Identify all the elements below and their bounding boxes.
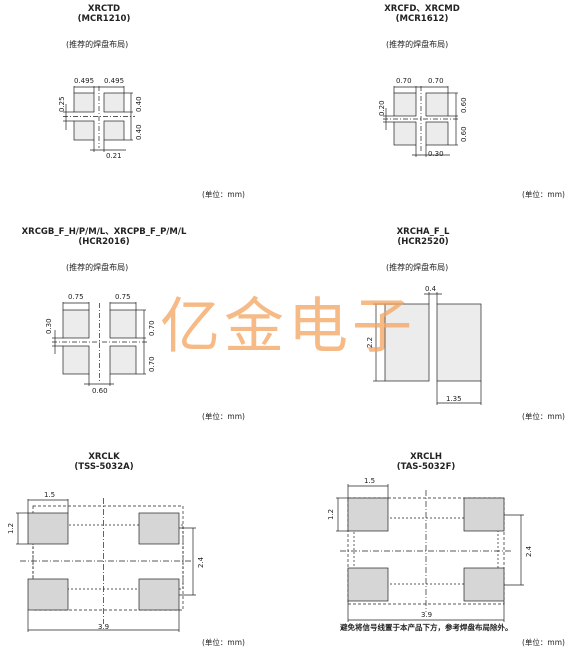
xrctd-unit: (单位：mm) — [202, 190, 245, 199]
xrcfd-dim-2: 0.70 — [428, 77, 444, 85]
xrcgb-pad-tr — [109, 309, 137, 339]
xrclk-pad-tr — [138, 512, 180, 545]
xrcha-subtitle: (HCR2520) — [397, 237, 449, 247]
xrcha-pad-left — [384, 303, 430, 382]
xrclk-drawing — [16, 498, 196, 632]
xrctd-title: XRCTD — [87, 4, 121, 14]
xrcgb-dim-2: 0.75 — [115, 293, 131, 301]
xrclk-subtitle: (TSS-5032A) — [74, 462, 134, 472]
xrcfd-pad-bl — [393, 121, 417, 146]
xrctd-pad-tr — [103, 92, 125, 113]
xrclh-dim-4: 3.9 — [421, 611, 433, 619]
xrcgb-pad-tl — [62, 309, 90, 339]
xrcha-dim-3: 1.35 — [446, 395, 462, 403]
xrctd-pad-bl — [73, 120, 95, 141]
xrctd-subtitle: (MCR1210) — [77, 14, 131, 24]
xrctd-dim-2: 0.495 — [104, 77, 125, 85]
xrclh-drawing — [336, 484, 524, 622]
xrcha-pad-right — [436, 303, 482, 382]
xrctd-drawing — [63, 86, 135, 152]
xrcgb-dim-1: 0.75 — [68, 293, 84, 301]
xrclk-dim-3: 2.4 — [197, 556, 205, 568]
xrclh-note: 避免将信号线置于本产品下方，参考焊盘布局除外。 — [340, 623, 513, 632]
xrcfd-dim-6: 0.30 — [428, 150, 444, 158]
xrctd-dim-6: 0.21 — [106, 152, 122, 160]
xrcfd-drawing — [383, 86, 460, 157]
xrcha-drawing — [373, 292, 482, 405]
xrcha-title: XRCHA_F_L — [396, 227, 450, 237]
xrcfd-pad-tr — [425, 92, 449, 117]
xrclh-dim-3: 2.4 — [525, 545, 533, 557]
xrcha-unit: (单位：mm) — [522, 412, 565, 421]
xrctd-dim-3: 0.25 — [58, 96, 66, 112]
xrcgb-drawing — [52, 302, 148, 386]
xrcgb-dim-6: 0.60 — [92, 387, 108, 395]
xrcha-dim-2: 2.2 — [366, 336, 374, 348]
xrcfd-dim-5: 0.60 — [460, 126, 468, 142]
xrclh-title: XRCLH — [410, 452, 442, 462]
xrclh-dim-2: 1.2 — [327, 508, 335, 520]
xrcha-dim-1: 0.4 — [425, 285, 437, 293]
xrcha-pattern-label: (推荐的焊盘布局) — [386, 263, 449, 272]
xrclk-pad-br — [138, 578, 180, 611]
xrclh-pad-bl — [347, 567, 389, 602]
xrctd-pad-tl — [73, 92, 95, 113]
xrcgb-dim-4: 0.70 — [148, 320, 156, 336]
xrctd-dim-5: 0.40 — [135, 124, 143, 140]
xrcfd-dim-1: 0.70 — [396, 77, 412, 85]
xrclh-pad-tl — [347, 497, 389, 532]
xrcgb-subtitle: (HCR2016) — [78, 237, 130, 247]
xrclh-pad-br — [463, 567, 505, 602]
xrcgb-pad-br — [109, 345, 137, 375]
xrclk-dim-1: 1.5 — [44, 491, 56, 499]
xrclk-pad-bl — [27, 578, 69, 611]
xrcfd-pad-br — [425, 121, 449, 146]
xrclh-dim-1: 1.5 — [364, 477, 376, 485]
xrctd-dim-1: 0.495 — [74, 77, 95, 85]
xrclh-subtitle: (TAS-5032F) — [396, 462, 456, 472]
xrcfd-dim-4: 0.60 — [460, 97, 468, 113]
xrctd-pad-br — [103, 120, 125, 141]
xrcgb-unit: (单位：mm) — [202, 412, 245, 421]
xrcfd-title: XRCFD、XRCMD — [384, 4, 460, 14]
xrcfd-pattern-label: (推荐的焊盘布局) — [386, 40, 449, 49]
xrctd-pattern-label: (推荐的焊盘布局) — [66, 40, 129, 49]
xrcfd-unit: (单位：mm) — [522, 190, 565, 199]
xrclk-pad-tl — [27, 512, 69, 545]
xrclk-title: XRCLK — [88, 452, 120, 462]
xrcgb-dim-5: 0.70 — [148, 356, 156, 372]
xrctd-dim-4: 0.40 — [135, 96, 143, 112]
xrclk-dim-4: 3.9 — [98, 623, 110, 631]
xrclk-unit: (单位：mm) — [202, 638, 245, 647]
xrcgb-dim-3: 0.30 — [45, 318, 53, 334]
xrcfd-pad-tl — [393, 92, 417, 117]
xrcgb-title: XRCGB_F_H/P/M/L、XRCPB_F_P/M/L — [21, 227, 187, 237]
xrclh-pad-tr — [463, 497, 505, 532]
watermark: 亿金电子 — [160, 292, 416, 362]
xrclh-unit: (单位：mm) — [522, 638, 565, 647]
xrclk-dim-2: 1.2 — [7, 522, 15, 534]
xrcgb-pad-bl — [62, 345, 90, 375]
xrcfd-dim-3: 0.20 — [378, 100, 386, 116]
xrcgb-pattern-label: (推荐的焊盘布局) — [66, 263, 129, 272]
xrcfd-subtitle: (MCR1612) — [395, 14, 449, 24]
